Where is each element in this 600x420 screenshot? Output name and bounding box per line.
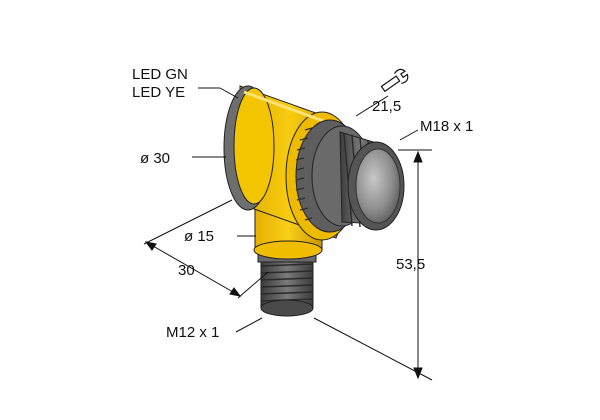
knurl-lines: [295, 127, 313, 221]
lens: [355, 148, 401, 224]
led-gn-label: LED GN: [132, 66, 188, 83]
diameter-neck-label: ø 15: [184, 228, 215, 245]
depth-dimension: [143, 199, 269, 299]
thread-front-label: M18 x 1: [420, 118, 474, 135]
diameter-body-label: ø 30: [140, 150, 171, 167]
m12-connector: [257, 251, 317, 317]
height-label: 53,5: [396, 256, 426, 273]
led-ye-label: LED YE: [132, 84, 186, 101]
leader-lines: [192, 87, 419, 333]
m18-thread-tube: [339, 131, 405, 231]
thread-connector-label: M12 x 1: [166, 324, 220, 341]
wrench-icon: [380, 68, 409, 93]
height-dimension: [313, 149, 433, 381]
wrench-size-label: 21,5: [372, 98, 402, 115]
depth-label: 30: [178, 262, 195, 279]
